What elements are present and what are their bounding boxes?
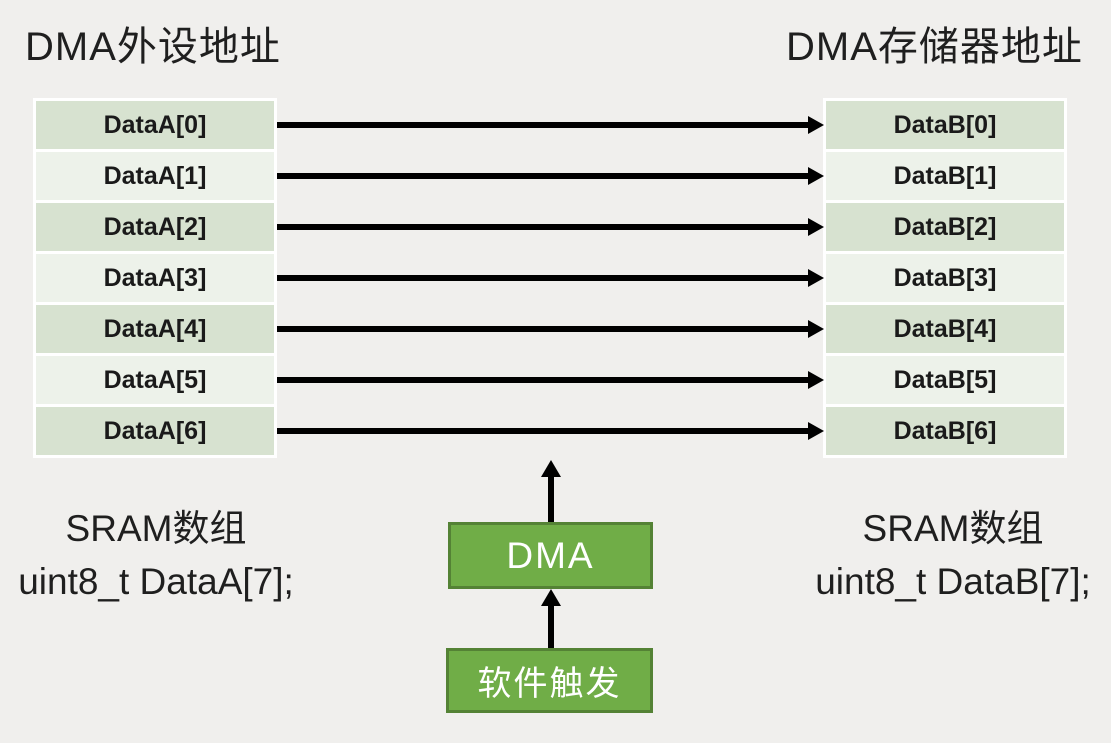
table-row: DataA[4] — [36, 305, 274, 353]
table-row: DataB[4] — [826, 305, 1064, 353]
table-row: DataB[6] — [826, 407, 1064, 455]
sram-caption-left-line2: uint8_t DataA[7]; — [18, 561, 294, 602]
table-row: DataB[2] — [826, 203, 1064, 251]
table-row: DataA[3] — [36, 254, 274, 302]
table-row: DataB[5] — [826, 356, 1064, 404]
memory-address-table: DataB[0] DataB[1] DataB[2] DataB[3] Data… — [823, 98, 1067, 458]
sram-caption-right: SRAM数组 uint8_t DataB[7]; — [792, 502, 1111, 608]
table-row: DataA[2] — [36, 203, 274, 251]
sram-caption-left-line1: SRAM数组 — [65, 508, 247, 549]
table-row: DataA[0] — [36, 101, 274, 149]
peripheral-address-title: DMA外设地址 — [25, 25, 281, 69]
sram-caption-left: SRAM数组 uint8_t DataA[7]; — [0, 502, 312, 608]
software-trigger-block: 软件触发 — [446, 648, 653, 713]
memory-address-title: DMA存储器地址 — [786, 25, 1083, 69]
dma-block: DMA — [448, 522, 653, 589]
table-row: DataB[1] — [826, 152, 1064, 200]
table-row: DataB[0] — [826, 101, 1064, 149]
table-row: DataA[1] — [36, 152, 274, 200]
peripheral-address-table: DataA[0] DataA[1] DataA[2] DataA[3] Data… — [33, 98, 277, 458]
table-row: DataA[5] — [36, 356, 274, 404]
sram-caption-right-line2: uint8_t DataB[7]; — [815, 561, 1091, 602]
sram-caption-right-line1: SRAM数组 — [862, 508, 1044, 549]
table-row: DataB[3] — [826, 254, 1064, 302]
table-row: DataA[6] — [36, 407, 274, 455]
